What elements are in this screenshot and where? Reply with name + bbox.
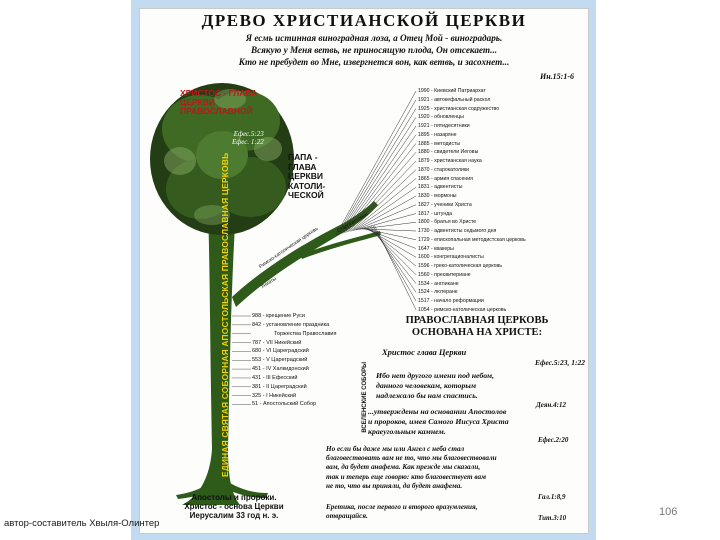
- orthodox-heading: ПРАВОСЛАВНАЯ ЦЕРКОВЬ ОСНОВАНА НА ХРИСТЕ:: [372, 315, 582, 339]
- pope-label: ПАПА - ГЛАВА ЦЕРКВИ КАТОЛИ- ЧЕСКОЙ: [288, 153, 325, 201]
- pope-label-line: ЧЕСКОЙ: [288, 191, 325, 201]
- western-branch-entry: 1921 - пятидесятники: [418, 122, 526, 131]
- ecumenical-event-entry: 787 - VII Никейский: [252, 339, 336, 348]
- quote-line: отвращайся.: [326, 512, 478, 521]
- western-branch-entry: 1880 - свидетели Иеговы: [418, 148, 526, 157]
- eastern-event-lines: [232, 316, 251, 405]
- western-branch-entry: 1879 - христианская наука: [418, 157, 526, 166]
- western-twig: [368, 227, 416, 275]
- orthodox-subheading: Христос глава Церкви: [382, 347, 466, 357]
- ecumenical-event-entry: Торжества Православия: [252, 330, 336, 339]
- western-branch-entry: 1729 - епископальная методистская церков…: [418, 236, 526, 245]
- quote: Еретика, после первого и второго вразумл…: [326, 503, 478, 521]
- western-twig: [373, 226, 416, 301]
- ecumenical-event-entry: 451 - IV Халкидонский: [252, 365, 336, 374]
- trunk-inscription: ЕДИНАЯ СВЯТАЯ СОБОРНАЯ АПОСТОЛЬСКАЯ ПРАВ…: [220, 153, 230, 477]
- western-twig: [371, 226, 416, 292]
- crown-label: ХРИСТОС - ГЛАВА ЦЕРКВИ ПРАВОСЛАВНОЙ: [180, 89, 257, 116]
- ecumenical-event-entry: 325 - I Никейский: [252, 392, 336, 401]
- ecumenical-event-entry: 51 - Апостольский Собор: [252, 400, 336, 409]
- western-branch-entry: 1534 - англикане: [418, 280, 526, 289]
- quote-line: Еретика, после первого и второго вразумл…: [326, 503, 478, 512]
- western-branch-entry: 1870 - старокатолики: [418, 166, 526, 175]
- quote-line: так и теперь еще говорю: кто благовеству…: [326, 473, 497, 482]
- quote-line: надлежало бы нам спастись.: [376, 391, 494, 401]
- quote-reference: Ефес.2:20: [538, 436, 568, 444]
- western-branch-entry: 1895 - назаряне: [418, 131, 526, 140]
- quote-line: вам, да будет анафема. Как прежде мы ска…: [326, 463, 497, 472]
- western-twig: [341, 117, 416, 234]
- western-branch-entry: 1925 - христианская содружество: [418, 105, 526, 114]
- western-branch-entry: 1054 - римско-католическая церковь: [418, 306, 526, 315]
- quote-reference: Тит.3:10: [538, 514, 566, 522]
- orthodox-heading-line: ОСНОВАНА НА ХРИСТЕ:: [372, 327, 582, 339]
- author-credit: автор-составитель Хвыля-Олинтер: [4, 518, 159, 529]
- roots-label-line: Иерусалим 33 год н. э.: [178, 511, 290, 520]
- crown-reference: Ефес. 1:22: [232, 138, 264, 146]
- quote-line: не то, что вы приняли, да будет анафема.: [326, 482, 497, 491]
- quote-line: благовествовать вам не то, что мы благов…: [326, 454, 497, 463]
- western-branch-entry: 1647 - квакеры: [418, 245, 526, 254]
- western-branch-entry: 1827 - ученики Христа: [418, 201, 526, 210]
- quote-line: и пророков, имея Самого Иисуса Христа: [368, 417, 509, 427]
- page-number: 106: [659, 506, 677, 518]
- western-branch-entry: 1921 - автокефальный раскол: [418, 96, 526, 105]
- western-branch-entry: 1885 - методисты: [418, 140, 526, 149]
- quote-line: данного человекам, которым: [376, 381, 494, 391]
- ecumenical-event-entry: 680 - VI Цареградский: [252, 347, 336, 356]
- quote-reference: Деян.4:12: [536, 401, 566, 409]
- ecumenical-event-entry: 431 - III Ефесский: [252, 374, 336, 383]
- western-branch-entry: 1730 - адвентисты седьмого дня: [418, 227, 526, 236]
- quote: Но если бы даже мы или Ангел с неба стал…: [326, 445, 497, 491]
- poster: ДРЕВО ХРИСТИАНСКОЙ ЦЕРКВИ Я есмь истинна…: [139, 8, 589, 534]
- western-branch-entry: 1517 - начало реформации: [418, 297, 526, 306]
- ecumenical-event-entry: 381 - II Цареградский: [252, 383, 336, 392]
- western-twig: [339, 109, 416, 235]
- western-twig: [374, 225, 416, 309]
- western-twigs: [336, 91, 416, 310]
- western-branch-entry: 1600 - конгрегационалисты: [418, 253, 526, 262]
- crown-label-line: ПРАВОСЛАВНОЙ: [180, 107, 257, 116]
- western-branch-entry: 1990 - Киевский Патриархат: [418, 87, 526, 96]
- western-branch-entry: 1920 - обновленцы: [418, 113, 526, 122]
- quote-line: ...утверждены на основании Апостолов: [368, 407, 509, 417]
- ecumenical-event-entry: 553 - V Цареградский: [252, 356, 336, 365]
- roots-label-line: Апостолы и пророки.: [178, 493, 290, 502]
- western-branch-entry: 1830 - мормоны: [418, 192, 526, 201]
- western-branch-entry: 1524 - лютеране: [418, 288, 526, 297]
- ecumenical-event-entry: 988 - крещение Руси: [252, 312, 336, 321]
- western-branch-entry: 1817 - штунда: [418, 210, 526, 219]
- western-branch-entry: 1800 - братья во Христе: [418, 218, 526, 227]
- ecumenical-event-entry: 842 - установление праздника: [252, 321, 336, 330]
- orthodox-subheading-reference: Ефес.5:23, 1:22: [535, 358, 585, 367]
- quote: ...утверждены на основании Апостолов и п…: [368, 407, 509, 437]
- western-twig: [336, 91, 416, 235]
- quote-line: Но если бы даже мы или Ангел с неба стал: [326, 445, 497, 454]
- orthodox-heading-line: ПРАВОСЛАВНАЯ ЦЕРКОВЬ: [372, 315, 582, 327]
- western-branch-entry: 1560 - пресвитериане: [418, 271, 526, 280]
- quote: Ибо нет другого имени под небом, данного…: [376, 371, 494, 401]
- western-branch-entry: 1831 - адвентисты: [418, 183, 526, 192]
- western-branch-entry: 1596 - греко-католическая церковь: [418, 262, 526, 271]
- roots-label-line: Христос - основа Церкви: [178, 502, 290, 511]
- quote-line: Ибо нет другого имени под небом,: [376, 371, 494, 381]
- western-branch-entry: 1865 - армия спасения: [418, 175, 526, 184]
- western-twig: [342, 126, 416, 233]
- quote-line: краеугольным камнем.: [368, 427, 509, 437]
- roots-label: Апостолы и пророки. Христос - основа Цер…: [178, 493, 290, 520]
- quote-reference: Гал.1:8,9: [538, 493, 565, 501]
- crown-reference: Ефес.5:23: [232, 130, 264, 138]
- crown-references: Ефес.5:23 Ефес. 1:22: [232, 130, 264, 146]
